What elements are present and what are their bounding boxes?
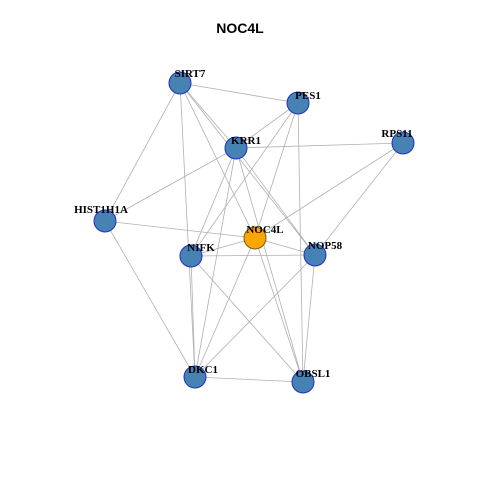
node-label-obsl1: OBSL1 (296, 368, 331, 380)
node-label-noc4l: NOC4L (246, 224, 283, 236)
edge-rps11-krr1 (235, 142, 404, 149)
node-label-krr1: KRR1 (231, 135, 261, 147)
node-label-nop58: NOP58 (308, 240, 343, 252)
edge-pes1-obsl1 (297, 102, 304, 383)
node-label-rps11: RPS11 (381, 128, 412, 140)
edge-noc4l-dkc1 (194, 237, 256, 378)
node-label-dkc1: DKC1 (188, 364, 218, 376)
edge-sirt7-krr1 (179, 82, 237, 149)
edge-hist1h1a-dkc1 (104, 220, 196, 378)
edge-nifk-obsl1 (190, 255, 304, 383)
node-label-pes1: PES1 (295, 90, 321, 102)
node-noc4l (243, 226, 267, 250)
edge-pes1-noc4l (254, 102, 299, 239)
node-sirt7 (168, 71, 192, 95)
node-hist1h1a (93, 209, 117, 233)
edge-krr1-nop58 (235, 147, 316, 256)
edge-sirt7-pes1 (179, 82, 299, 104)
node-nifk (179, 244, 203, 268)
node-label-nifk: NIFK (187, 242, 215, 254)
node-label-sirt7: SIRT7 (175, 68, 206, 80)
edge-krr1-dkc1 (194, 147, 237, 378)
edge-nop58-dkc1 (194, 254, 316, 378)
edge-pes1-nifk (190, 102, 299, 257)
edge-hist1h1a-noc4l (104, 220, 256, 239)
node-krr1 (224, 136, 248, 160)
edge-rps11-noc4l (254, 142, 404, 239)
node-dkc1 (183, 365, 207, 389)
edge-nifk-nop58 (190, 254, 316, 257)
node-label-hist1h1a: HIST1H1A (74, 204, 128, 216)
edge-rps11-nop58 (314, 142, 404, 256)
edge-sirt7-noc4l (179, 82, 256, 239)
edge-noc4l-obsl1 (254, 237, 304, 383)
edge-nifk-dkc1 (190, 255, 196, 378)
edge-sirt7-hist1h1a (104, 82, 181, 222)
node-rps11 (391, 131, 415, 155)
node-nop58 (303, 243, 327, 267)
edge-pes1-krr1 (235, 102, 299, 149)
edge-krr1-hist1h1a (104, 147, 237, 222)
node-pes1 (286, 91, 310, 115)
edge-krr1-obsl1 (235, 147, 304, 383)
edge-krr1-nifk (190, 147, 237, 257)
edge-dkc1-obsl1 (194, 376, 304, 383)
chart-title: NOC4L (216, 20, 264, 36)
node-obsl1 (291, 370, 315, 394)
edge-nop58-obsl1 (302, 254, 316, 383)
edge-sirt7-nop58 (179, 82, 316, 256)
node-layer (93, 71, 415, 394)
